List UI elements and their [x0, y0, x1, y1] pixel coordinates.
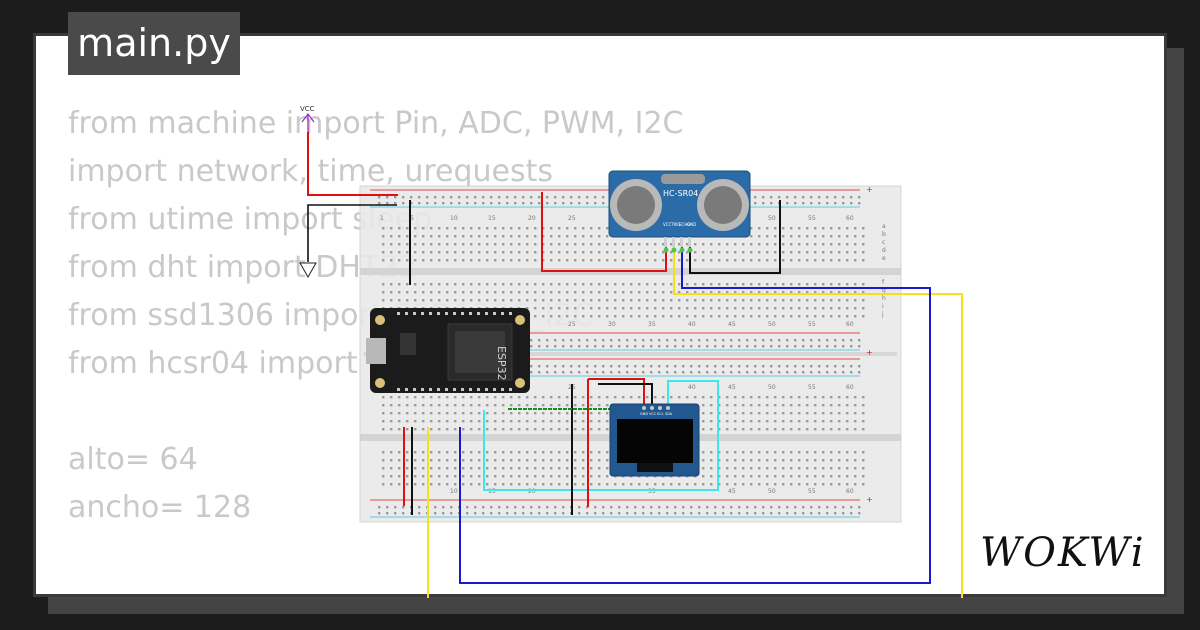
logo-text: WOKWi — [980, 530, 1146, 576]
filename-tab[interactable]: main.py — [68, 12, 240, 75]
oled-display[interactable]: GND VCC SCL SDA — [609, 403, 700, 477]
display-pin-label: VCC — [649, 412, 657, 416]
display-pin-label: SDA — [665, 412, 673, 416]
col-label: 60 — [846, 488, 854, 495]
esp32-board[interactable]: ESP32 — [366, 308, 530, 393]
sensor-pin-label: TRIG — [670, 222, 681, 227]
row-label: h — [882, 295, 886, 302]
row-label: i — [882, 303, 884, 310]
col-label: 20 — [528, 215, 536, 222]
col-label: 60 — [846, 321, 854, 328]
col-label: 55 — [808, 384, 816, 391]
col-label: 40 — [688, 321, 696, 328]
code-line: alto= 64 — [68, 442, 198, 477]
col-label: 50 — [768, 488, 776, 495]
row-label: g — [882, 287, 886, 294]
col-label: 40 — [688, 384, 696, 391]
code-line: import network, time, urequests — [68, 154, 554, 189]
col-label: 60 — [846, 384, 854, 391]
col-label: 50 — [768, 215, 776, 222]
col-label: 45 — [728, 384, 736, 391]
col-label: 20 — [528, 488, 536, 495]
wokwi-logo: WOKWi — [980, 530, 1146, 576]
rail-plus-label: + — [866, 348, 873, 357]
col-label: 35 — [648, 488, 656, 495]
col-label: 60 — [846, 215, 854, 222]
col-label: 45 — [728, 321, 736, 328]
col-label: 15 — [488, 488, 496, 495]
display-pin-label: GND — [640, 412, 648, 416]
sensor-label: HC-SR04 — [663, 189, 698, 198]
col-label: 10 — [450, 488, 458, 495]
col-label: 25 — [568, 215, 576, 222]
row-label: b — [882, 231, 886, 238]
row-label: c — [882, 239, 885, 246]
col-label: 45 — [728, 488, 736, 495]
col-label: 55 — [808, 488, 816, 495]
sensor-pin-label: GND — [687, 222, 696, 227]
code-line: from machine import Pin, ADC, PWM, I2C — [68, 106, 684, 141]
rail-plus-label: + — [866, 495, 873, 504]
col-label: 10 — [450, 215, 458, 222]
col-label: 55 — [808, 215, 816, 222]
col-label: 35 — [648, 321, 656, 328]
vcc-symbol: VCC — [300, 105, 315, 132]
ground-symbol — [299, 204, 397, 279]
display-pin-label: SCL — [657, 412, 664, 416]
col-label: 50 — [768, 384, 776, 391]
col-label: 30 — [608, 321, 616, 328]
row-label: j — [881, 311, 884, 318]
col-label: 1 — [380, 215, 384, 222]
row-label: f — [882, 279, 885, 286]
col-label: 55 — [808, 321, 816, 328]
row-label: e — [882, 255, 886, 262]
code-line: ancho= 128 — [68, 490, 252, 525]
vcc-label: VCC — [300, 105, 315, 113]
col-label: 15 — [488, 215, 496, 222]
ultrasonic-sensor[interactable]: HC-SR04 VCC TRIG ECHO GND — [608, 170, 751, 253]
col-label: 25 — [568, 321, 576, 328]
mcu-label: ESP32 — [495, 346, 508, 381]
code-preview: from machine import Pin, ADC, PWM, I2C i… — [68, 100, 788, 532]
rail-plus-label: + — [866, 185, 873, 194]
col-label: 5 — [410, 215, 414, 222]
col-label: 50 — [768, 321, 776, 328]
sensor-pin-label: VCC — [663, 222, 672, 227]
row-label: a — [882, 223, 886, 230]
sensor-pin-label: ECHO — [679, 222, 690, 227]
row-label: d — [882, 247, 886, 254]
